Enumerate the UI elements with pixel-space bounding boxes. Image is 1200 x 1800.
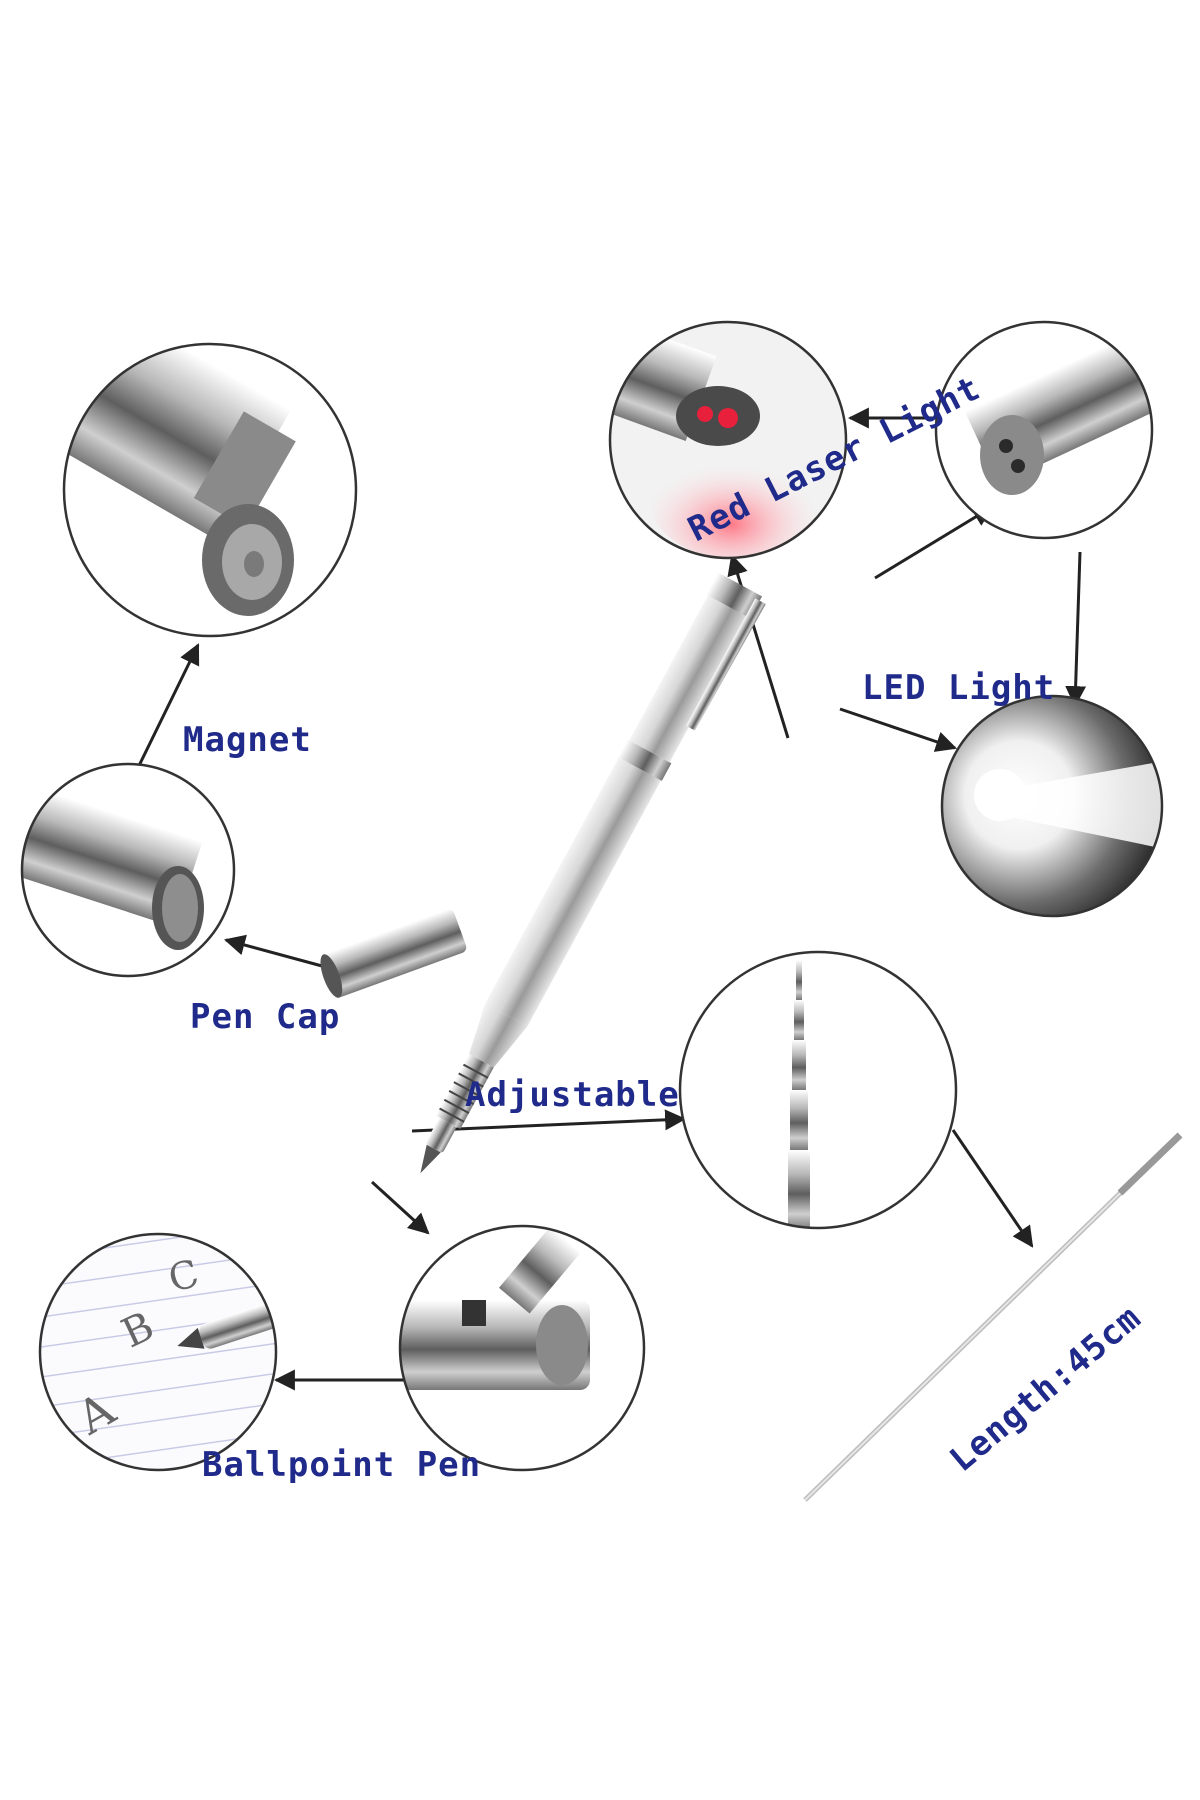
arrow-to-tip-circle: [370, 1180, 430, 1235]
pen-cap-piece: [320, 909, 467, 998]
arrow-laserpen-down: [1065, 551, 1087, 708]
adjustable-circle: [678, 950, 958, 1230]
led-light-circle: [940, 694, 1164, 918]
label-pen-cap: Pen Cap: [190, 997, 341, 1037]
arrow-to-pen-cap-circle: [223, 934, 323, 968]
arrow-to-length: [951, 1129, 1034, 1248]
arrow-to-led-circle: [839, 707, 957, 752]
pen-spring: [435, 1054, 494, 1129]
magnet-circle: [62, 342, 358, 638]
pen-tip-circle: [398, 1224, 646, 1472]
laser-pen-end-circle: [934, 320, 1154, 540]
arrow-pen-to-laserpen: [874, 505, 994, 580]
paper-writing-circle: A B C: [38, 1232, 278, 1472]
arrow-to-magnet: [130, 643, 200, 781]
label-led-light: LED Light: [862, 668, 1056, 708]
main-pen: [420, 572, 766, 1174]
pen-cap-circle: [20, 762, 236, 978]
label-adjustable: Adjustable: [465, 1075, 680, 1115]
label-magnet: Magnet: [183, 720, 312, 760]
red-laser-circle: [608, 320, 848, 560]
pen-clip: [686, 598, 766, 731]
label-ballpoint-pen: Ballpoint Pen: [202, 1445, 482, 1485]
arrow-to-adjust-circle: [411, 1109, 687, 1133]
extended-pen: [803, 1132, 1183, 1502]
